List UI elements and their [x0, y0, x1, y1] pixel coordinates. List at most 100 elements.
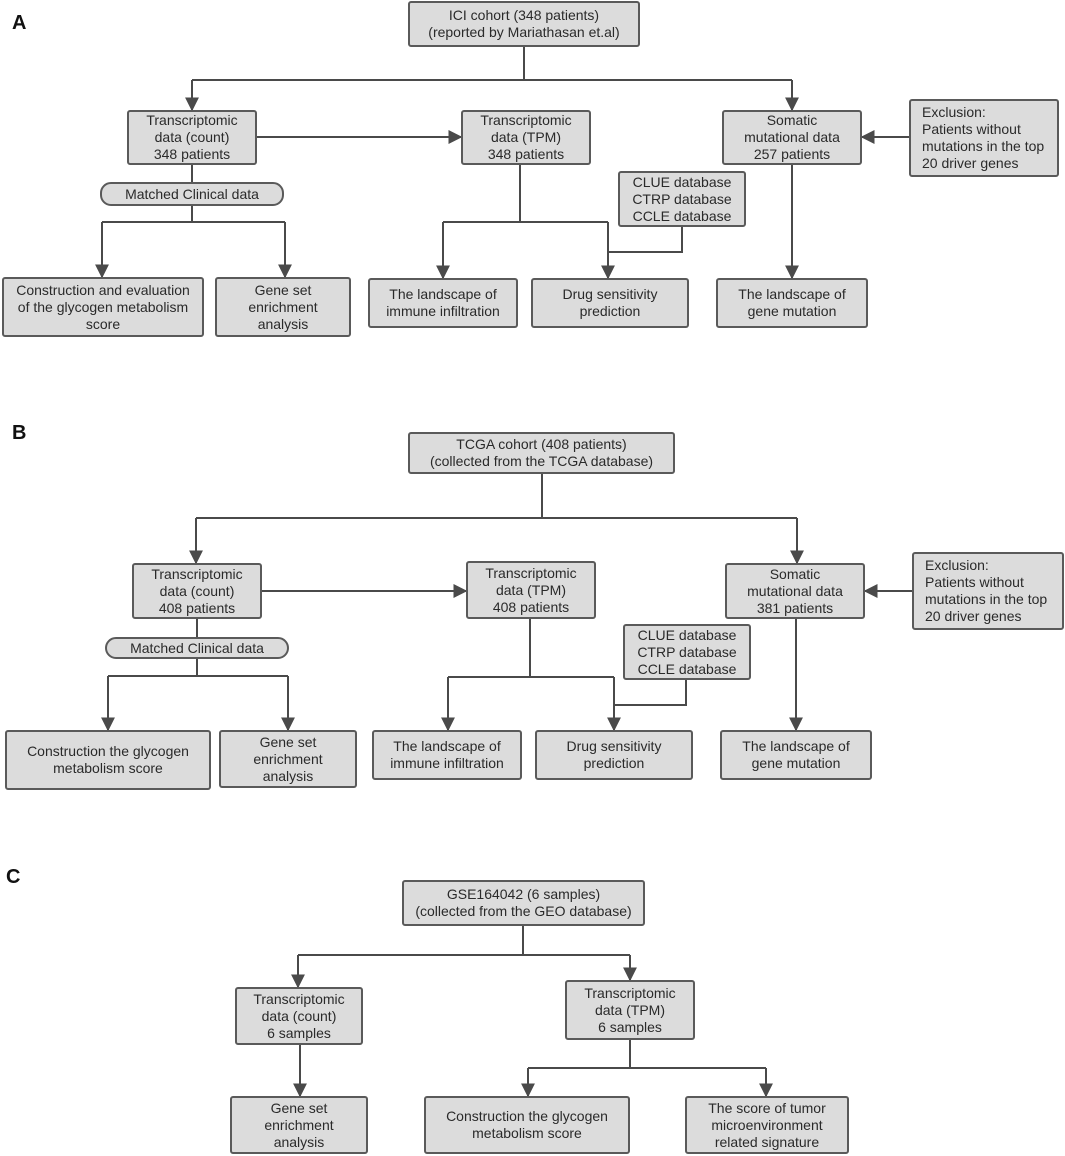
panel-a-count-text: 348 patients	[153, 146, 231, 162]
panel-b-tpm-text: Transcriptomic	[485, 564, 577, 581]
panel-b-cohort-text: (collected from the TCGA database)	[429, 453, 654, 469]
panel-c-cohort-box: GSE164042 (6 samples)(collected from the…	[402, 880, 645, 926]
panel-b-databases-text: CCLE database	[637, 660, 737, 677]
panel-b-immune-text: The landscape of	[393, 738, 501, 754]
panel-b-immune-text: immune infiltration	[390, 755, 504, 771]
panel-a-clinical-text: Matched Clinical data	[125, 185, 259, 202]
panel-a-exclusion-text: Exclusion:	[922, 104, 986, 120]
panel-a-mutation-text: The landscape of	[738, 286, 846, 302]
panel-a-tpm-text: data (TPM)	[490, 129, 561, 145]
panel-a-count-text: data (count)	[154, 129, 230, 145]
panel-a-clinical-box: Matched Clinical data	[100, 182, 284, 206]
panel-c-construction-text: Construction the glycogen	[446, 1108, 608, 1124]
panel-b-count-text: 408 patients	[158, 599, 236, 616]
panel-b-somatic-text: 381 patients	[756, 599, 834, 616]
panel-c-count-text: Transcriptomic	[253, 990, 345, 1007]
panel-b-drug-text: prediction	[583, 755, 645, 771]
panel-c-cohort-text: GSE164042 (6 samples)	[446, 886, 601, 902]
panel-a-construction-text: score	[85, 315, 121, 332]
panel-b-exclusion-text: mutations in the top	[925, 591, 1048, 607]
panel-a-gsea-text: analysis	[257, 315, 309, 332]
panel-a-drug-text: Drug sensitivity	[562, 286, 658, 302]
panel-a-count-text: Transcriptomic	[146, 112, 238, 128]
panel-b-somatic-text: mutational data	[747, 582, 843, 599]
panel-c-tpm-text: Transcriptomic	[584, 984, 676, 1001]
panel-a-somatic-text: mutational data	[744, 129, 840, 145]
panel-c-count-text: data (count)	[261, 1007, 337, 1024]
panel-a-cohort-text: ICI cohort (348 patients)	[448, 7, 600, 23]
panel-a-label: A	[12, 12, 27, 34]
panel-b-clinical-text: Matched Clinical data	[130, 639, 264, 656]
panel-a-tpm-text: 348 patients	[487, 146, 565, 162]
panel-a-databases-text: CCLE database	[632, 207, 732, 224]
panel-b-connector-15	[614, 680, 687, 706]
panel-c-gsea-text: enrichment	[264, 1116, 334, 1133]
panel-a-somatic-text: Somatic	[766, 112, 818, 128]
panel-a-tpm-text: Transcriptomic	[480, 112, 572, 128]
panel-b-tpm-text: 408 patients	[492, 598, 570, 615]
panel-a-exclusion-text: Patients without	[922, 121, 1021, 137]
panel-b-count-text: Transcriptomic	[151, 565, 243, 582]
panel-a-somatic-text: 257 patients	[753, 146, 831, 162]
panel-c-gsea-text: analysis	[273, 1133, 325, 1150]
panel-b-clinical-box: Matched Clinical data	[105, 637, 289, 659]
panel-a-exclusion-text: mutations in the top	[922, 138, 1045, 154]
panel-c-cohort-text: (collected from the GEO database)	[415, 903, 632, 919]
panel-b-construction-text: metabolism score	[53, 760, 163, 776]
panel-c-tme-text: The score of tumor	[708, 1099, 826, 1116]
panel-c-tme-text: microenvironment	[711, 1116, 823, 1133]
panel-a-gsea-text: enrichment	[248, 298, 318, 315]
panel-b-somatic-text: Somatic	[769, 565, 821, 582]
panel-c-tpm-text: 6 samples	[598, 1018, 662, 1035]
panel-b-mutation-text: gene mutation	[751, 755, 841, 771]
panel-b-exclusion-text: 20 driver genes	[925, 608, 1022, 624]
panel-a-databases-text: CLUE database	[632, 173, 732, 190]
panel-b-mutation-text: The landscape of	[742, 738, 850, 754]
panel-c-tme-text: related signature	[714, 1133, 820, 1150]
panel-c-count-text: 6 samples	[267, 1024, 331, 1041]
panel-c-label: C	[6, 866, 21, 888]
panel-a-cohort-box: ICI cohort (348 patients)(reported by Ma…	[408, 1, 640, 47]
panel-b-exclusion-text: Exclusion:	[925, 557, 989, 573]
panel-b-gsea-text: Gene set	[259, 733, 317, 750]
panel-a-drug-text: prediction	[579, 303, 641, 319]
panel-a-cohort-text: (reported by Mariathasan et.al)	[428, 24, 620, 40]
panel-b-cohort-text: TCGA cohort (408 patients)	[456, 436, 627, 452]
panel-b-drug-text: Drug sensitivity	[566, 738, 662, 754]
panel-a-connector-15	[608, 227, 683, 253]
panel-b-databases-text: CTRP database	[637, 643, 737, 660]
panel-a-mutation-text: gene mutation	[747, 303, 837, 319]
panel-b-exclusion-text: Patients without	[925, 574, 1024, 590]
panel-c-construction-text: metabolism score	[472, 1125, 582, 1141]
panel-a-databases-text: CTRP database	[632, 190, 732, 207]
panel-b-gsea-text: analysis	[262, 767, 314, 784]
panel-b-databases-text: CLUE database	[637, 626, 737, 643]
panel-b-tpm-text: data (TPM)	[495, 581, 566, 598]
panel-b-count-text: data (count)	[159, 582, 235, 599]
panel-b-gsea-text: enrichment	[253, 750, 323, 767]
